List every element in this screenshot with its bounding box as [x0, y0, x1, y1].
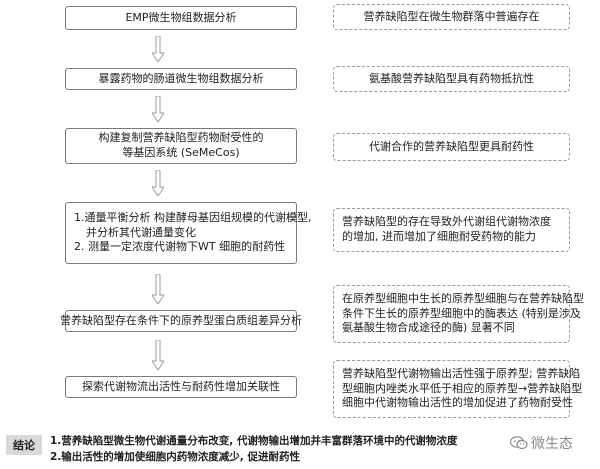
step-text: EMP微生物组数据分析: [125, 10, 237, 24]
arrow-down-icon: [152, 274, 164, 304]
finding-export-activity: 营养缺陷型代谢物输出活性强于原养型; 营养缺陷 型细胞内唑类水平低于相应的原养型…: [333, 360, 582, 418]
step-emp-analysis: EMP微生物组数据分析: [65, 6, 297, 30]
finding-text: 营养缺陷型代谢物输出活性强于原养型; 营养缺陷: [342, 366, 581, 380]
wechat-icon: [509, 436, 528, 450]
arrow-down-icon: [152, 96, 164, 122]
step-text: 2. 测量一定浓度代谢物下WT 细胞的耐药性: [74, 240, 286, 254]
arrow-down-icon: [152, 36, 164, 62]
finding-text: 型细胞内唑类水平低于相应的原养型→营养缺陷型: [342, 381, 583, 395]
finding-text: 氨基酸生物合成途径的酶) 显著不同: [342, 321, 515, 335]
finding-text: 氨基酸营养缺陷型具有药物抵抗性: [369, 71, 534, 85]
step-text: 探索代谢物流出活性与耐药性增加关联性: [82, 379, 280, 393]
step-semecos-system: 构建复制营养缺陷型药物耐受性的 等基因系统 (SeMeCos): [65, 128, 297, 164]
step-text: 暴露药物的肠道微生物组数据分析: [98, 71, 264, 85]
finding-auxotroph-prevalence: 营养缺陷型在微生物群落中普遍存在: [333, 4, 570, 30]
watermark: 微生态: [509, 433, 573, 453]
finding-text: 的增加, 进而增加了细胞耐受药物的能力: [342, 230, 536, 243]
finding-text: 细胞中代谢物输出活性的增加促进了药物耐受性: [342, 396, 573, 410]
finding-text: 营养缺陷型在微生物群落中普遍存在: [363, 9, 540, 23]
finding-text: 在原养型细胞中生长的原养型细胞与在营养缺陷型: [342, 291, 584, 305]
step-text: 构建复制营养缺陷型药物耐受性的: [98, 131, 264, 145]
step-text: 等基因系统 (SeMeCos): [122, 146, 240, 159]
arrow-down-icon: [152, 340, 164, 370]
step-flux-balance-analysis: 1.通量平衡分析 构建酵母基因组规模的代谢模型, 并分析其代谢通量变化 2. 测…: [65, 202, 312, 264]
finding-drug-resistance: 氨基酸营养缺陷型具有药物抵抗性: [333, 66, 570, 92]
conclusion-line: 2.输出活性的增加使细胞内药物浓度减少, 促进耐药性: [50, 450, 300, 463]
finding-enzyme-expression: 在原养型细胞中生长的原养型细胞与在营养缺陷型 条件下生长的原养型细胞中的酶表达 …: [333, 285, 584, 343]
finding-metabolic-cooperation: 代谢合作的营养缺陷型更具耐药性: [333, 133, 570, 161]
finding-text: 条件下生长的原养型细胞中的酶表达 (特别是涉及: [342, 306, 581, 320]
finding-exometabolome: 营养缺陷型的存在导致外代谢组代谢物浓度 的增加, 进而增加了细胞耐受药物的能力: [333, 208, 570, 252]
step-text: 并分析其代谢通量变化: [86, 225, 196, 239]
step-gut-microbiome-analysis: 暴露药物的肠道微生物组数据分析: [65, 68, 297, 90]
arrow-down-icon: [152, 170, 164, 196]
step-proteome-analysis: 营养缺陷型存在条件下的原养型蛋白质组差异分析: [60, 310, 302, 332]
step-text: 1.通量平衡分析 构建酵母基因组规模的代谢模型,: [74, 210, 312, 224]
watermark-text: 微生态: [531, 436, 573, 452]
step-text: 营养缺陷型存在条件下的原养型蛋白质组差异分析: [60, 313, 302, 327]
step-export-activity: 探索代谢物流出活性与耐药性增加关联性: [65, 376, 297, 398]
finding-text: 代谢合作的营养缺陷型更具耐药性: [369, 139, 534, 153]
conclusion-text: 1.营养缺陷型微生物代谢通量分布改变, 代谢物输出增加并丰富群落环境中的代谢物浓…: [50, 434, 457, 466]
conclusion-label: 结论: [6, 435, 42, 455]
finding-text: 营养缺陷型的存在导致外代谢组代谢物浓度: [342, 215, 551, 229]
conclusion-line: 1.营养缺陷型微生物代谢通量分布改变, 代谢物输出增加并丰富群落环境中的代谢物浓…: [50, 435, 458, 447]
